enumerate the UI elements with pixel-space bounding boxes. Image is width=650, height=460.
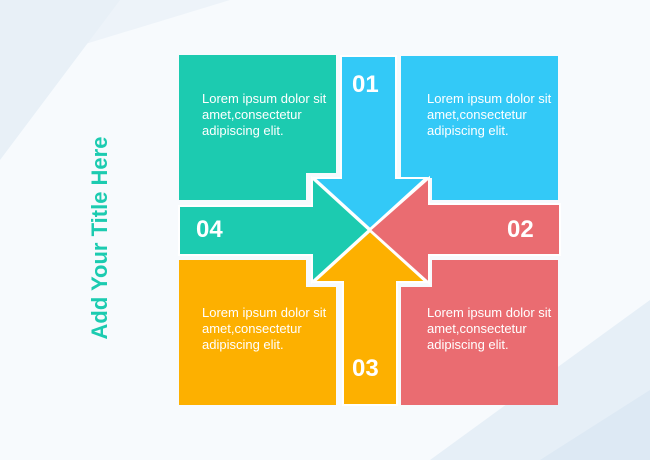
step-text-02: Lorem ipsum dolor sit amet,consectetur a…: [427, 305, 552, 352]
step-text-01: Lorem ipsum dolor sit amet,consectetur a…: [427, 91, 552, 138]
bg-shape: [540, 390, 650, 460]
step-text-04: Lorem ipsum dolor sit amet,consectetur a…: [202, 91, 327, 138]
arrow-02: [368, 175, 561, 286]
step-number-02: 02: [507, 216, 534, 243]
step-text-03: Lorem ipsum dolor sit amet,consectetur a…: [202, 305, 327, 352]
box-02-red: [401, 260, 558, 405]
page-title: Add Your Title Here: [87, 136, 112, 340]
arrow-03: [311, 229, 429, 406]
step-number-03: 03: [352, 355, 379, 382]
box-01-blue: [401, 56, 558, 200]
step-number-01: 01: [352, 71, 379, 98]
arrow-01: [311, 55, 429, 231]
step-number-04: 04: [196, 216, 223, 243]
box-03-yellow: [179, 260, 336, 405]
arrow-04: [178, 175, 371, 285]
box-04-teal: [179, 55, 336, 200]
bg-shape: [0, 0, 120, 160]
